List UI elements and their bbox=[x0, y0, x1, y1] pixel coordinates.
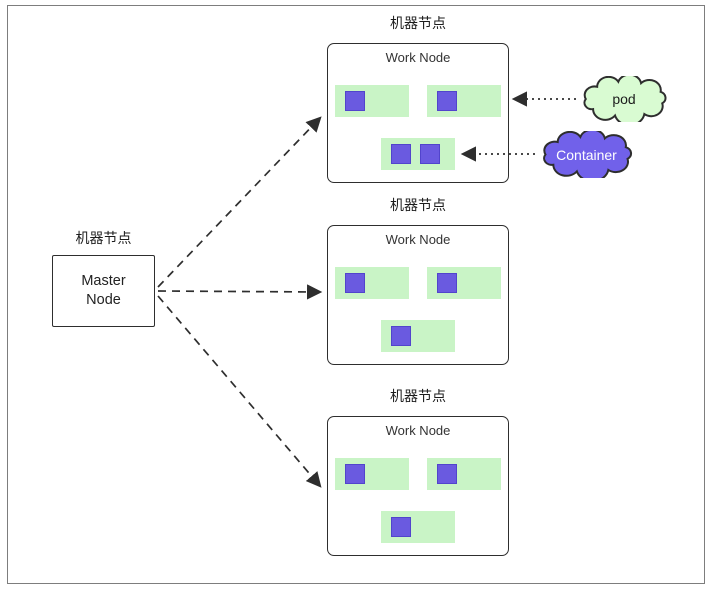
work-node-2-label: 机器节点 bbox=[390, 197, 446, 213]
arrow-master-to-node1 bbox=[157, 116, 322, 288]
pod-row bbox=[381, 320, 455, 352]
container bbox=[345, 464, 365, 484]
pod bbox=[335, 458, 409, 490]
work-node-3-pods bbox=[335, 458, 501, 543]
arrow-master-to-node2 bbox=[157, 284, 323, 300]
master-node-label: 机器节点 bbox=[75, 230, 132, 246]
pod bbox=[381, 320, 455, 352]
pod-cloud: pod bbox=[576, 76, 672, 122]
container-cloud-shape bbox=[535, 131, 638, 178]
master-node-title-line2: Node bbox=[86, 292, 121, 308]
pod bbox=[427, 458, 501, 490]
pod-cloud-label: pod bbox=[612, 91, 636, 107]
work-node-1-label: 机器节点 bbox=[390, 15, 446, 31]
pod bbox=[381, 511, 455, 543]
container bbox=[345, 91, 365, 111]
container bbox=[437, 91, 457, 111]
work-node-1-box: Work Node bbox=[327, 43, 509, 183]
work-node-2-box: Work Node bbox=[327, 225, 509, 365]
pod-row bbox=[381, 511, 455, 543]
pod-row bbox=[335, 458, 501, 490]
work-node-1-title: Work Node bbox=[385, 50, 451, 65]
pod bbox=[427, 85, 501, 117]
work-node-2-pods bbox=[335, 267, 501, 352]
master-node-title-line1: Master bbox=[81, 273, 126, 289]
pod bbox=[427, 267, 501, 299]
pod-row bbox=[335, 85, 501, 117]
pod-cloud-shape bbox=[576, 76, 672, 122]
container bbox=[391, 326, 411, 346]
container bbox=[391, 144, 411, 164]
pod-row bbox=[335, 267, 501, 299]
container bbox=[391, 517, 411, 537]
pod bbox=[381, 138, 455, 170]
work-node-3-box: Work Node bbox=[327, 416, 509, 556]
container bbox=[420, 144, 440, 164]
container-cloud: Container bbox=[535, 131, 638, 178]
container bbox=[345, 273, 365, 293]
pod-row bbox=[381, 138, 455, 170]
container bbox=[437, 464, 457, 484]
container-cloud-label: Container bbox=[556, 146, 617, 163]
work-node-3-title: Work Node bbox=[385, 423, 451, 438]
arrow-master-to-node3 bbox=[157, 295, 322, 488]
master-node-box: Master Node bbox=[52, 255, 155, 327]
pod bbox=[335, 85, 409, 117]
work-node-2-title: Work Node bbox=[385, 232, 451, 247]
work-node-3-label: 机器节点 bbox=[390, 388, 446, 404]
container bbox=[437, 273, 457, 293]
pod bbox=[335, 267, 409, 299]
work-node-1-pods bbox=[335, 85, 501, 170]
